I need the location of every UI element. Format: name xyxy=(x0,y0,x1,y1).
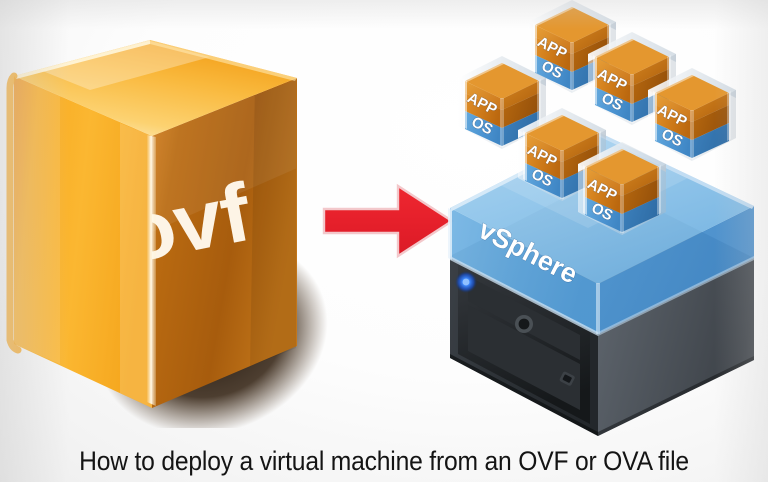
vm-box: APP OS xyxy=(588,32,676,125)
slab-left-face xyxy=(450,208,598,334)
cube-right-face xyxy=(152,78,297,408)
cube-left-face xyxy=(14,76,152,408)
vm-box: APP OS xyxy=(518,108,606,201)
vm-box: APP OS xyxy=(458,56,546,149)
transfer-arrow xyxy=(320,176,456,266)
vsphere-host-stack: vSphere APP OS APP OS xyxy=(438,0,768,442)
cube-top-face xyxy=(14,40,297,136)
vm-box: APP OS xyxy=(578,142,666,235)
caption-text: How to deploy a virtual machine from an … xyxy=(79,445,689,476)
arrow-shape xyxy=(322,183,455,259)
chassis-side-face xyxy=(598,258,754,436)
round-button xyxy=(518,318,530,330)
cube-edge-highlight xyxy=(147,135,156,406)
vm-box: APP OS xyxy=(528,0,616,93)
power-led xyxy=(462,278,470,286)
ovf-package-cube: ovf xyxy=(0,18,330,428)
drive-panel-lower xyxy=(468,305,580,410)
